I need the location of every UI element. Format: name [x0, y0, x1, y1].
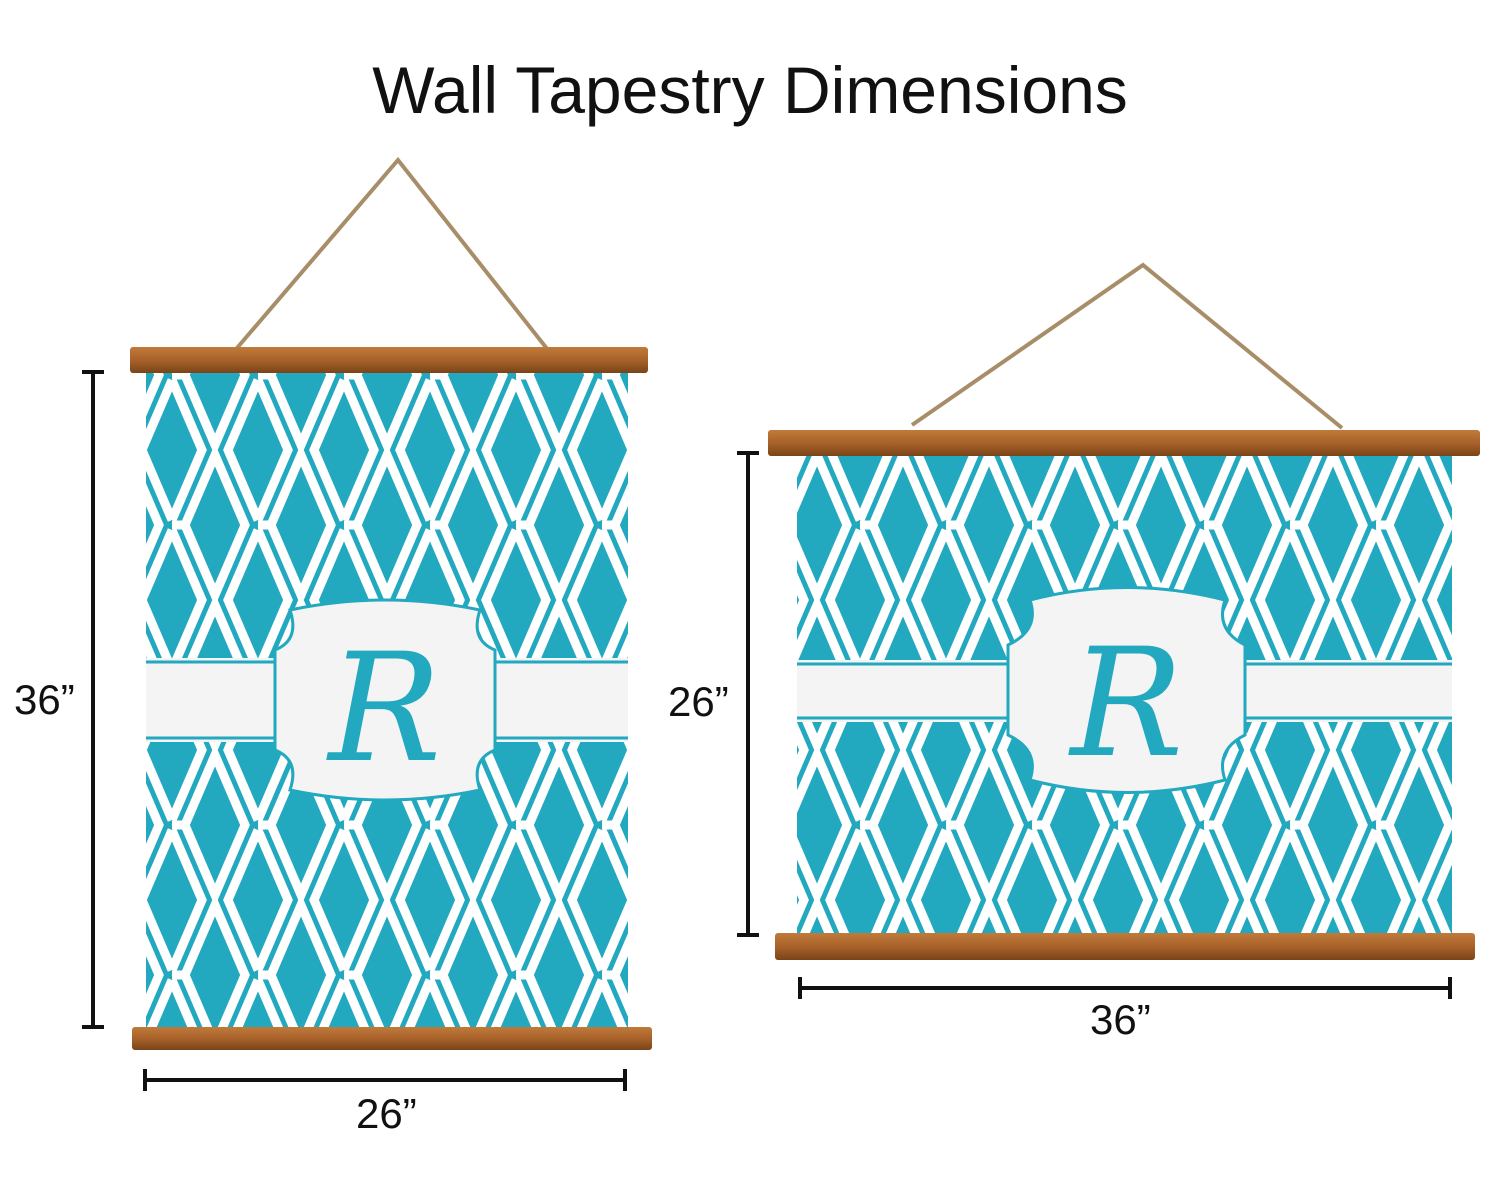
monogram-label	[273, 598, 497, 802]
top-dowel	[768, 430, 1480, 456]
portrait-width-label: 26”	[356, 1090, 417, 1137]
monogram-letter: R	[326, 622, 442, 796]
monogram-letter: R	[1068, 617, 1184, 791]
portrait-tapestry: R	[82, 156, 652, 1091]
hanging-rope	[235, 156, 550, 352]
top-dowel	[130, 347, 648, 373]
width-dimension-line	[798, 977, 1452, 999]
height-dimension-line	[737, 451, 759, 937]
bottom-dowel	[132, 1027, 652, 1050]
monogram-label	[1006, 586, 1247, 794]
landscape-width-label: 36”	[1090, 996, 1151, 1043]
width-dimension-line	[143, 1069, 627, 1091]
landscape-height-label: 26”	[668, 678, 729, 725]
hanging-rope	[910, 262, 1344, 430]
page-title: Wall Tapestry Dimensions	[372, 53, 1128, 127]
landscape-tapestry: R	[737, 262, 1480, 999]
height-dimension-line	[82, 370, 104, 1029]
bottom-dowel	[775, 933, 1475, 960]
portrait-height-label: 36”	[14, 676, 75, 723]
